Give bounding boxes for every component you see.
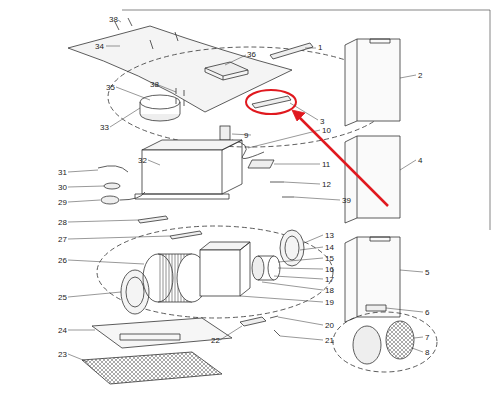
callout-number: 31	[58, 168, 67, 177]
callout-number: 19	[325, 298, 334, 307]
callout-number: 13	[325, 231, 334, 240]
callout-number: 17	[325, 275, 334, 284]
callout-number: 8	[425, 348, 429, 357]
callout-number: 22	[211, 336, 220, 345]
callout-number: 38	[109, 15, 118, 24]
callout-number: 39	[342, 196, 351, 205]
callout-number: 15	[325, 254, 334, 263]
callout-number: 33	[100, 123, 109, 132]
callout-number: 21	[325, 336, 334, 345]
callout-number: 5	[425, 268, 429, 277]
callout-number: 32	[138, 156, 147, 165]
callout-number: 14	[325, 243, 334, 252]
callout-number: 7	[425, 333, 429, 342]
callout-number: 35	[106, 83, 115, 92]
callout-number: 25	[58, 293, 67, 302]
callout-number: 24	[58, 326, 67, 335]
callout-number: 12	[322, 180, 331, 189]
callout-number: 38	[150, 80, 159, 89]
callout-number: 3	[320, 117, 324, 126]
callout-number: 26	[58, 256, 67, 265]
callout-number: 18	[325, 286, 334, 295]
callout-number: 20	[325, 321, 334, 330]
callout-number: 36	[247, 50, 256, 59]
callout-number: 9	[244, 131, 248, 140]
callout-number: 34	[95, 42, 104, 51]
callout-number: 2	[418, 71, 422, 80]
callout-number: 28	[58, 218, 67, 227]
callout-number: 27	[58, 235, 67, 244]
callout-number: 16	[325, 265, 334, 274]
callout-number: 23	[58, 350, 67, 359]
callout-number: 4	[418, 156, 422, 165]
callout-number: 10	[322, 126, 331, 135]
callout-number: 6	[425, 308, 429, 317]
callout-number: 30	[58, 183, 67, 192]
callout-number: 29	[58, 198, 67, 207]
callout-number: 1	[318, 43, 322, 52]
callout-number: 11	[322, 160, 330, 169]
